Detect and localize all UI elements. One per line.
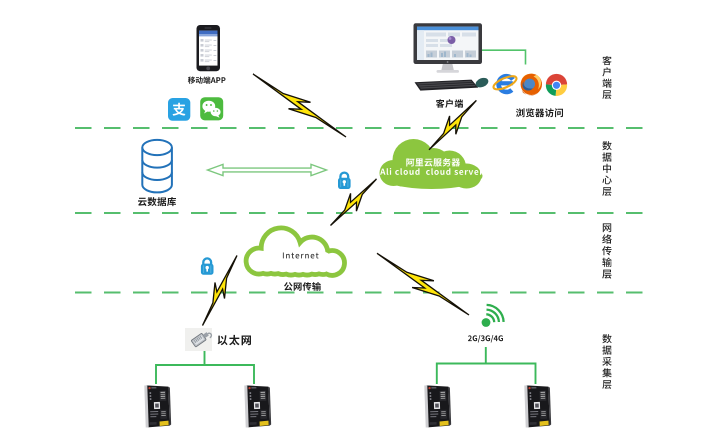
ethernet-label-glyphs — [217, 334, 251, 346]
lock-icon-1 — [338, 171, 351, 189]
cloud-database-label-glyphs — [138, 197, 176, 207]
alipay-glyph — [172, 102, 186, 116]
ali-cloud-title-glyphs — [406, 158, 461, 167]
cellular-label-glyphs — [468, 335, 503, 343]
wechat-icon — [200, 97, 224, 121]
layer-label-data-center-glyphs — [602, 141, 612, 196]
sync-double-arrow — [205, 163, 329, 177]
layer-label-acquisition-glyphs — [602, 334, 612, 389]
chrome-icon — [545, 73, 568, 96]
smartphone-icon — [196, 25, 220, 72]
ethernet-connector-icon — [185, 328, 213, 351]
browser-access-label-glyphs — [516, 108, 563, 118]
internet-label-glyphs — [282, 252, 319, 259]
public-network-label-glyphs — [284, 282, 321, 291]
layer-label-client-glyphs — [602, 55, 612, 100]
internet-cloud-node — [243, 225, 347, 278]
ie-icon — [492, 73, 518, 95]
lightning-bolt-5 — [376, 252, 470, 316]
mobile-app-label-glyphs — [187, 76, 226, 84]
ali-cloud-subtitle-glyphs — [380, 168, 483, 175]
lock-icon-2 — [200, 257, 214, 275]
lightning-bolt-4 — [201, 255, 238, 326]
layer-label-network-glyphs — [602, 223, 612, 279]
client-label-glyphs — [435, 99, 463, 108]
desktop-computer-icon — [413, 23, 489, 91]
lightning-bolt-2 — [428, 99, 477, 151]
database-icon — [141, 138, 173, 194]
ethernet-tree-connector — [155, 351, 255, 384]
client-to-browser-connector — [481, 49, 527, 65]
firefox-icon — [520, 73, 542, 96]
wireless-signal-icon — [481, 303, 505, 327]
internet-cloud-shape — [243, 225, 347, 278]
cellular-tree-connector — [435, 347, 537, 384]
ali-cloud-node — [379, 139, 483, 189]
alipay-icon — [168, 98, 191, 121]
lightning-bolt-3 — [330, 178, 377, 226]
lightning-bolt-1 — [252, 73, 347, 138]
